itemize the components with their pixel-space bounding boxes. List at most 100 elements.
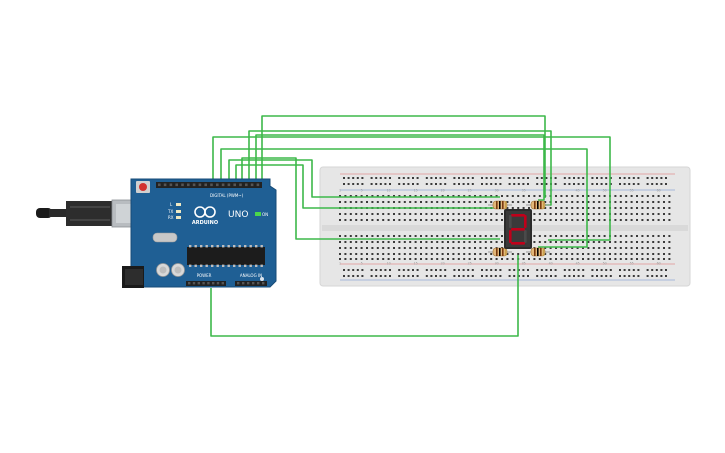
terminal-hole[interactable] <box>479 201 482 203</box>
terminal-hole[interactable] <box>560 241 563 243</box>
terminal-hole[interactable] <box>479 219 482 221</box>
terminal-hole[interactable] <box>355 253 358 255</box>
terminal-hole[interactable] <box>371 241 374 243</box>
terminal-hole[interactable] <box>474 219 476 221</box>
terminal-hole[interactable] <box>630 207 633 209</box>
rail-hole[interactable] <box>389 177 391 179</box>
rail-hole[interactable] <box>522 177 525 179</box>
terminal-hole[interactable] <box>636 219 638 221</box>
header-pin[interactable] <box>181 183 184 187</box>
terminal-hole[interactable] <box>420 213 422 215</box>
terminal-hole[interactable] <box>598 207 601 209</box>
terminal-hole[interactable] <box>430 241 433 243</box>
rail-hole[interactable] <box>632 183 635 185</box>
terminal-hole[interactable] <box>663 207 665 209</box>
terminal-hole[interactable] <box>474 247 476 249</box>
terminal-hole[interactable] <box>501 219 503 221</box>
terminal-hole[interactable] <box>393 195 395 197</box>
terminal-hole[interactable] <box>376 253 379 255</box>
terminal-hole[interactable] <box>668 207 671 209</box>
rail-hole[interactable] <box>481 177 483 179</box>
rail-hole[interactable] <box>485 177 488 179</box>
terminal-hole[interactable] <box>571 207 574 209</box>
terminal-hole[interactable] <box>447 201 449 203</box>
terminal-hole[interactable] <box>646 241 649 243</box>
terminal-hole[interactable] <box>625 258 628 260</box>
header-pin[interactable] <box>250 183 254 187</box>
rail-hole[interactable] <box>600 183 603 185</box>
terminal-hole[interactable] <box>339 195 341 197</box>
rail-hole[interactable] <box>361 183 364 185</box>
terminal-hole[interactable] <box>441 213 444 215</box>
terminal-hole[interactable] <box>668 253 671 255</box>
terminal-hole[interactable] <box>430 219 433 221</box>
rail-hole[interactable] <box>660 183 663 185</box>
terminal-hole[interactable] <box>592 213 595 215</box>
rail-hole[interactable] <box>490 275 493 277</box>
terminal-hole[interactable] <box>339 258 341 260</box>
terminal-hole[interactable] <box>441 201 444 203</box>
terminal-hole[interactable] <box>479 241 482 243</box>
rail-hole[interactable] <box>389 269 391 271</box>
terminal-hole[interactable] <box>409 253 412 255</box>
terminal-hole[interactable] <box>360 258 363 260</box>
terminal-hole[interactable] <box>641 213 644 215</box>
terminal-hole[interactable] <box>479 258 482 260</box>
rail-hole[interactable] <box>462 177 465 179</box>
terminal-hole[interactable] <box>641 195 644 197</box>
terminal-hole[interactable] <box>636 258 638 260</box>
terminal-hole[interactable] <box>538 219 541 221</box>
terminal-hole[interactable] <box>619 235 622 237</box>
terminal-hole[interactable] <box>571 213 574 215</box>
terminal-hole[interactable] <box>571 219 574 221</box>
terminal-hole[interactable] <box>414 247 417 249</box>
terminal-hole[interactable] <box>371 247 374 249</box>
rail-hole[interactable] <box>527 183 529 185</box>
rail-hole[interactable] <box>517 177 520 179</box>
rail-hole[interactable] <box>494 269 497 271</box>
rail-hole[interactable] <box>540 177 543 179</box>
wire-gnd[interactable] <box>210 255 519 337</box>
terminal-hole[interactable] <box>619 253 622 255</box>
terminal-hole[interactable] <box>619 195 622 197</box>
rail-hole[interactable] <box>490 183 493 185</box>
terminal-hole[interactable] <box>425 241 428 243</box>
terminal-hole[interactable] <box>560 219 563 221</box>
terminal-hole[interactable] <box>430 201 433 203</box>
terminal-hole[interactable] <box>592 201 595 203</box>
terminal-hole[interactable] <box>376 247 379 249</box>
rail-hole[interactable] <box>416 275 419 277</box>
rail-hole[interactable] <box>384 275 387 277</box>
rail-hole[interactable] <box>375 269 378 271</box>
terminal-hole[interactable] <box>398 258 401 260</box>
terminal-hole[interactable] <box>409 235 412 237</box>
rail-hole[interactable] <box>628 183 631 185</box>
terminal-hole[interactable] <box>484 235 487 237</box>
terminal-hole[interactable] <box>441 235 444 237</box>
rail-hole[interactable] <box>596 183 598 185</box>
terminal-hole[interactable] <box>387 195 390 197</box>
terminal-hole[interactable] <box>414 253 417 255</box>
power-pin[interactable] <box>192 282 196 285</box>
terminal-hole[interactable] <box>565 253 568 255</box>
terminal-hole[interactable] <box>339 247 341 249</box>
terminal-hole[interactable] <box>652 253 655 255</box>
terminal-hole[interactable] <box>430 247 433 249</box>
terminal-hole[interactable] <box>609 253 611 255</box>
rail-hole[interactable] <box>563 269 566 271</box>
rail-hole[interactable] <box>568 269 571 271</box>
terminal-hole[interactable] <box>376 219 379 221</box>
terminal-hole[interactable] <box>555 207 557 209</box>
rail-hole[interactable] <box>458 275 460 277</box>
terminal-hole[interactable] <box>490 241 493 243</box>
rail-hole[interactable] <box>444 177 447 179</box>
terminal-hole[interactable] <box>468 213 471 215</box>
terminal-hole[interactable] <box>436 213 439 215</box>
power-pin[interactable] <box>197 282 200 285</box>
terminal-hole[interactable] <box>387 258 390 260</box>
terminal-hole[interactable] <box>641 201 644 203</box>
rail-hole[interactable] <box>660 269 663 271</box>
terminal-hole[interactable] <box>447 235 449 237</box>
terminal-hole[interactable] <box>366 241 368 243</box>
terminal-hole[interactable] <box>668 201 671 203</box>
